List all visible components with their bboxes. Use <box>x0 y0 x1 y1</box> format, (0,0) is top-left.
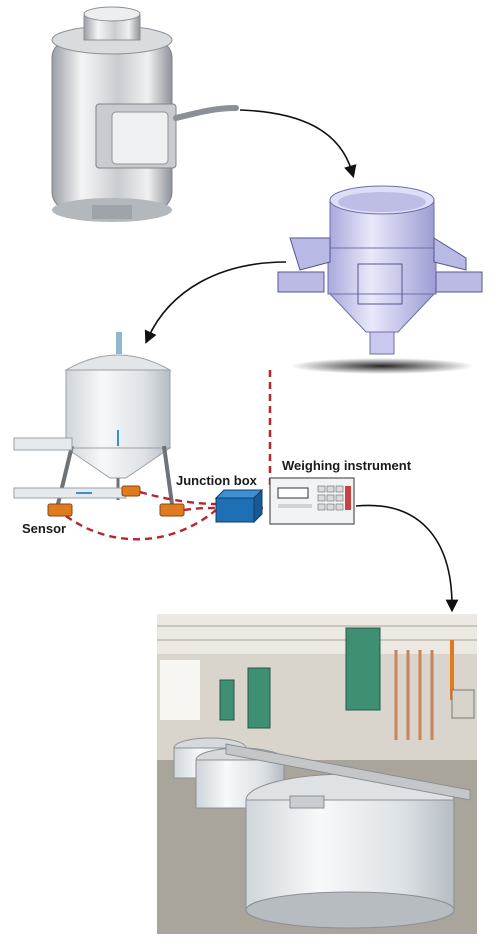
arrow-2 <box>144 261 287 344</box>
junction-box-icon <box>214 488 264 524</box>
sensor-label: Sensor <box>22 521 67 536</box>
load-cell-sensor-icon <box>51 6 239 222</box>
weighing-hopper-icon <box>277 185 483 374</box>
storage-tank-icon <box>13 332 185 517</box>
weighing-instrument-icon <box>269 477 355 525</box>
factory-tanks-photo <box>157 614 477 934</box>
weighing-instrument-label: Weighing instrument <box>282 458 412 473</box>
arrow-3 <box>355 504 459 613</box>
arrow-1 <box>239 109 357 179</box>
junction-box-label: Junction box <box>176 473 257 488</box>
